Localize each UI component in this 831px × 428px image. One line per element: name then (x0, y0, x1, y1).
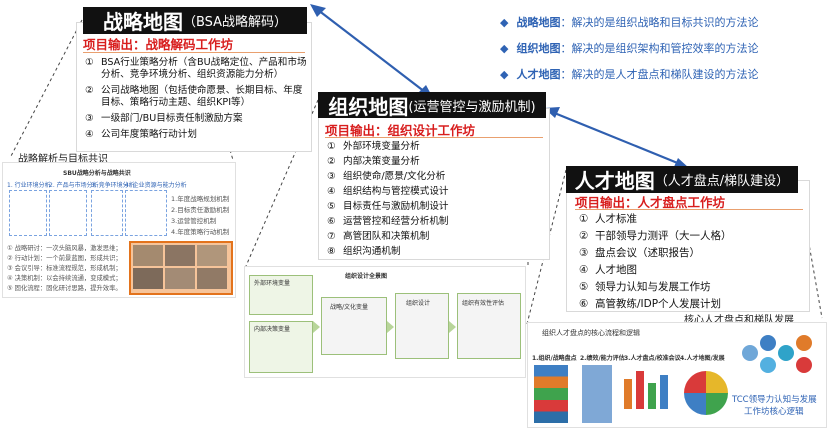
talent-map-header: 人才地图（人才盘点/梯队建设） (566, 166, 798, 193)
org-mini-box: 战略/文化变量 (321, 297, 387, 355)
talent-mini-stack (534, 365, 568, 423)
talent-mini-bars (624, 379, 632, 409)
talent-mini-title: 组织人才盘点的核心流程和逻辑 (542, 329, 640, 337)
talent-mini-step: 1.组织/战略盘点 (532, 355, 577, 362)
strategy-output-title: 项目输出：战略解码工作坊 (83, 37, 234, 52)
org-mini-box: 组织有效性评估 (457, 293, 521, 359)
strategy-mini-chart (125, 190, 167, 236)
arrow-right-icon (313, 321, 320, 333)
strategy-mini-step: 2. 产品与市场分析 (49, 182, 99, 189)
talent-mini-stack (582, 365, 612, 423)
talent-mini-step: 4.人才地图/发展 (680, 355, 725, 362)
org-output-title: 项目输出：组织设计工作坊 (325, 123, 476, 138)
arrow-right-icon (449, 321, 456, 333)
strategy-mini-caption: 战略解析与目标共识 (18, 154, 108, 165)
org-mini-box: 外部环境变量 (249, 275, 313, 315)
strategy-mini-left-item: ⑤ 固化流程：固化研讨思路，提升效率。 (7, 285, 122, 292)
talent-separator (575, 209, 803, 210)
strategy-mini-left-item: ③ 会议引导：标准流程规范，形成机制； (7, 265, 122, 272)
strategy-mini-left-item: ① 战略研讨：一次头脑风暴，激发思维； (7, 245, 122, 252)
diamond-icon: ◆ (500, 15, 509, 29)
strategy-mini-right-item: 3.运营管控机制 (171, 217, 217, 225)
strategy-mini-step: 4. 企业资源与能力分析 (125, 182, 187, 189)
talent-mini-image: 组织人才盘点的核心流程和逻辑 1.组织/战略盘点 2.绩效/能力评估 3.人才盘… (527, 322, 827, 428)
org-mini-box: 内部决策变量 (249, 321, 313, 373)
diamond-icon: ◆ (500, 67, 509, 81)
strategy-mini-right-item: 4.年度策略行动机制 (171, 228, 230, 236)
legend-row-org: ◆ 组织地图：解决的是组织架构和管控效率的方法论 (500, 41, 759, 56)
strategy-mini-title: SBU战略分析与战略共识 (63, 170, 131, 177)
strategy-map-header: 战略地图（BSA战略解码） (83, 7, 307, 34)
strategy-mini-right-item: 2.目标责任激励机制 (171, 206, 230, 214)
org-mini-title: 组织设计全景图 (345, 273, 388, 280)
talent-mini-circles (684, 371, 728, 415)
workshop-photo-collage (129, 241, 233, 295)
tcc-hexagon-graphic (742, 331, 822, 383)
org-map-header: 组织地图(运营管控与激励机制) (318, 92, 546, 119)
strategy-mini-left-item: ② 行动计划：一个前景蓝图，形成共识； (7, 255, 122, 262)
org-mini-image: 组织设计全景图 外部环境变量 内部决策变量 战略/文化变量 组织设计 组织有效性… (244, 266, 526, 378)
strategy-mini-step: 3. 竞争环境分析 (91, 182, 135, 189)
strategy-mini-chart (91, 190, 123, 236)
org-mini-box: 组织设计 (395, 293, 449, 359)
legend-row-strategy: ◆ 战略地图：解决的是组织战略和目标共识的方法论 (500, 15, 759, 30)
org-separator (325, 137, 543, 138)
strategy-separator (83, 52, 305, 53)
strategy-mini-left-item: ④ 决策机制：以会持续流通，变成模式； (7, 275, 122, 282)
talent-output-title: 项目输出：人才盘点工作坊 (575, 195, 726, 210)
strategy-mini-step: 1. 行业环境分析 (7, 182, 51, 189)
diamond-icon: ◆ (500, 41, 509, 55)
strategy-mini-chart (9, 190, 47, 236)
strategy-mini-image: SBU战略分析与战略共识 1. 行业环境分析 2. 产品与市场分析 3. 竞争环… (2, 162, 236, 298)
tcc-caption: 工作坊核心逻辑 (744, 407, 804, 417)
strategy-mini-right-item: 1.年度战略规划机制 (171, 195, 230, 203)
tcc-caption: TCC领导力认知与发展 (732, 395, 817, 405)
talent-mini-caption: 核心人才盘点和梯队发展 (684, 315, 794, 326)
talent-mini-step: 2.绩效/能力评估 (580, 355, 625, 362)
legend-row-talent: ◆ 人才地图：解决的是人才盘点和梯队建设的方法论 (500, 67, 759, 82)
strategy-mini-chart (49, 190, 87, 236)
talent-mini-step: 3.人才盘点/校准会议 (624, 355, 681, 362)
arrow-right-icon (387, 321, 394, 333)
